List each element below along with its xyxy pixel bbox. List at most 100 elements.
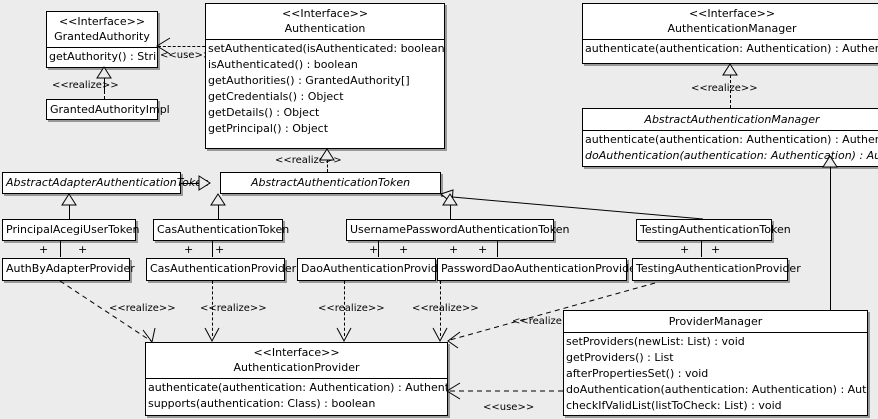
label-realize-authentication-manager: <<realize>>: [691, 83, 758, 94]
operations-compartment: authenticate(authentication: Authenticat…: [583, 130, 878, 165]
operation: setAuthenticated(isAuthenticated: boolea…: [208, 42, 444, 55]
class-auth-by-adapter-provider[interactable]: AuthByAdapterProvider: [2, 258, 135, 281]
adornment-plus: +: [399, 243, 409, 256]
class-cas-authentication-provider[interactable]: CasAuthenticationProvider: [146, 258, 296, 281]
class-name: GrantedAuthority: [54, 30, 150, 43]
operations-compartment: getAuthority() : String: [47, 47, 157, 66]
stereotype: <<Interface>>: [253, 346, 340, 359]
operation: getAuthorities() : GrantedAuthority[]: [208, 74, 410, 87]
label-realize-abstract-authentication-token: <<realize>>: [275, 155, 342, 166]
operation: getCredentials() : Object: [208, 90, 344, 103]
operation: getAuthority() : String: [49, 50, 157, 63]
connector-realize-dao-provider: [344, 281, 345, 336]
connector-principal-token-stem: [69, 205, 70, 220]
class-abstract-authentication-token[interactable]: AbstractAuthenticationToken: [220, 172, 441, 194]
connector-principal-token-auth-by-adapter: [60, 240, 61, 257]
operations-compartment: setAuthenticated(isAuthenticated: boolea…: [206, 39, 444, 138]
class-name: AbstractAuthenticationManager: [644, 113, 820, 126]
adornment-plus: +: [711, 243, 721, 256]
label-use-granted-authority: <<use>>: [160, 50, 212, 61]
operation: getDetails() : Object: [208, 106, 320, 119]
operation: isAuthenticated() : boolean: [208, 58, 358, 71]
class-name: ProviderManager: [668, 315, 763, 328]
class-header: <<Interface>> AuthenticationManager: [583, 4, 878, 39]
label-use-provider-manager: <<use>>: [483, 402, 535, 413]
connector-realize-abstract-token-lower: [327, 160, 328, 172]
connector-testing-token-provider: [701, 240, 702, 257]
class-authentication-provider[interactable]: <<Interface>> AuthenticationProvider aut…: [145, 342, 448, 416]
connector-cas-token-stem: [218, 205, 219, 220]
connector-username-password-token-stem: [450, 205, 451, 220]
class-authentication-manager[interactable]: <<Interface>> AuthenticationManager auth…: [582, 3, 878, 64]
class-testing-authentication-token[interactable]: TestingAuthenticationToken: [636, 219, 791, 241]
class-cas-authentication-token[interactable]: CasAuthenticationToken: [153, 219, 290, 241]
adornment-plus: +: [449, 243, 459, 256]
class-granted-authority-impl[interactable]: GrantedAuthorityImpl: [46, 99, 170, 120]
operation: authenticate(authentication: Authenticat…: [585, 42, 878, 55]
class-name: TestingAuthenticationProvider: [636, 262, 801, 275]
operation: setProviders(newList: List) : void: [566, 335, 745, 348]
label-realize-password-dao-provider: <<realize>>: [412, 303, 479, 314]
class-name: UsernamePasswordAuthenticationToken: [350, 223, 570, 236]
connector-username-token-dao-provider: [378, 240, 379, 257]
class-granted-authority[interactable]: <<Interface>> GrantedAuthority getAuthor…: [46, 11, 158, 68]
class-name: PrincipalAcegiUserToken: [6, 223, 140, 236]
stereotype: <<Interface>>: [58, 15, 146, 28]
class-header: AbstractAuthenticationManager: [583, 109, 878, 130]
class-authentication[interactable]: <<Interface>> Authentication setAuthenti…: [205, 3, 445, 149]
stereotype: <<Interface>>: [688, 7, 776, 20]
class-name: GrantedAuthorityImpl: [50, 103, 170, 116]
class-name: Authentication: [284, 22, 366, 35]
operation: doAuthentication(authentication: Authent…: [566, 383, 867, 396]
adornment-plus: +: [78, 243, 88, 256]
operation: getPrincipal() : Object: [208, 122, 329, 135]
adornment-plus: +: [184, 243, 194, 256]
class-name: AuthenticationProvider: [233, 361, 360, 374]
label-realize-granted-authority-impl: <<realize>>: [52, 80, 119, 91]
operation: afterPropertiesSet() : void: [566, 367, 709, 380]
class-dao-authentication-provider[interactable]: DaoAuthenticationProvider: [297, 258, 449, 281]
label-realize-dao-provider: <<realize>>: [318, 303, 385, 314]
operations-compartment: setProviders(newList: List) : void getPr…: [564, 332, 867, 415]
operations-compartment: authenticate(authentication: Authenticat…: [583, 39, 878, 58]
adornment-plus: +: [680, 243, 690, 256]
connector-realize-password-dao-provider: [440, 281, 441, 336]
connector-realize-granted-authority-impl: [104, 91, 105, 99]
connector-provider-manager-generalization-stem: [830, 167, 831, 311]
class-name: AuthenticationManager: [667, 22, 797, 35]
connector-cas-token-provider: [212, 240, 213, 257]
label-realize-auth-by-adapter: <<realize>>: [109, 303, 176, 314]
class-name: TestingAuthenticationToken: [640, 223, 791, 236]
class-name: DaoAuthenticationProvider: [301, 262, 449, 275]
class-principal-acegi-user-token[interactable]: PrincipalAcegiUserToken: [2, 219, 140, 241]
class-name: CasAuthenticationToken: [157, 223, 290, 236]
class-abstract-authentication-manager[interactable]: AbstractAuthenticationManager authentica…: [582, 108, 878, 167]
adornment-plus: +: [39, 243, 49, 256]
operation: authenticate(authentication: Authenticat…: [148, 381, 447, 394]
operation: doAuthentication(authentication: Authent…: [585, 149, 878, 162]
operations-compartment: authenticate(authentication: Authenticat…: [146, 378, 447, 413]
label-realize-cas-provider: <<realize>>: [200, 303, 267, 314]
operation: authenticate(authentication: Authenticat…: [585, 133, 878, 146]
class-password-dao-authentication-provider[interactable]: PasswordDaoAuthenticationProvider: [437, 258, 641, 281]
operation: checkIfValidList(listToCheck: List) : vo…: [566, 399, 782, 412]
connector-realize-authentication-manager: [730, 75, 731, 108]
class-username-password-authentication-token[interactable]: UsernamePasswordAuthenticationToken: [346, 219, 570, 241]
operation: getProviders() : List: [566, 351, 674, 364]
class-header: <<Interface>> GrantedAuthority: [47, 12, 157, 47]
class-header: ProviderManager: [564, 311, 867, 332]
class-name: PasswordDaoAuthenticationProvider: [441, 262, 641, 275]
connector-use-granted-authority: [158, 46, 210, 47]
class-name: AbstractAuthenticationToken: [250, 176, 411, 189]
connector-adapter-token-to-abstract-token: [181, 183, 210, 184]
class-name: AbstractAdapterAuthenticationToken: [6, 176, 209, 189]
adornment-plus: +: [369, 243, 379, 256]
operation: supports(authentication: Class) : boolea…: [148, 397, 376, 410]
class-provider-manager[interactable]: ProviderManager setProviders(newList: Li…: [563, 310, 868, 416]
class-header: <<Interface>> Authentication: [206, 4, 444, 39]
connector-username-token-password-dao-provider: [497, 240, 498, 257]
class-testing-authentication-provider[interactable]: TestingAuthenticationProvider: [632, 258, 801, 281]
connector-realize-cas-provider: [212, 281, 213, 336]
class-abstract-adapter-authentication-token[interactable]: AbstractAdapterAuthenticationToken: [2, 172, 209, 194]
adornment-plus: +: [215, 243, 225, 256]
